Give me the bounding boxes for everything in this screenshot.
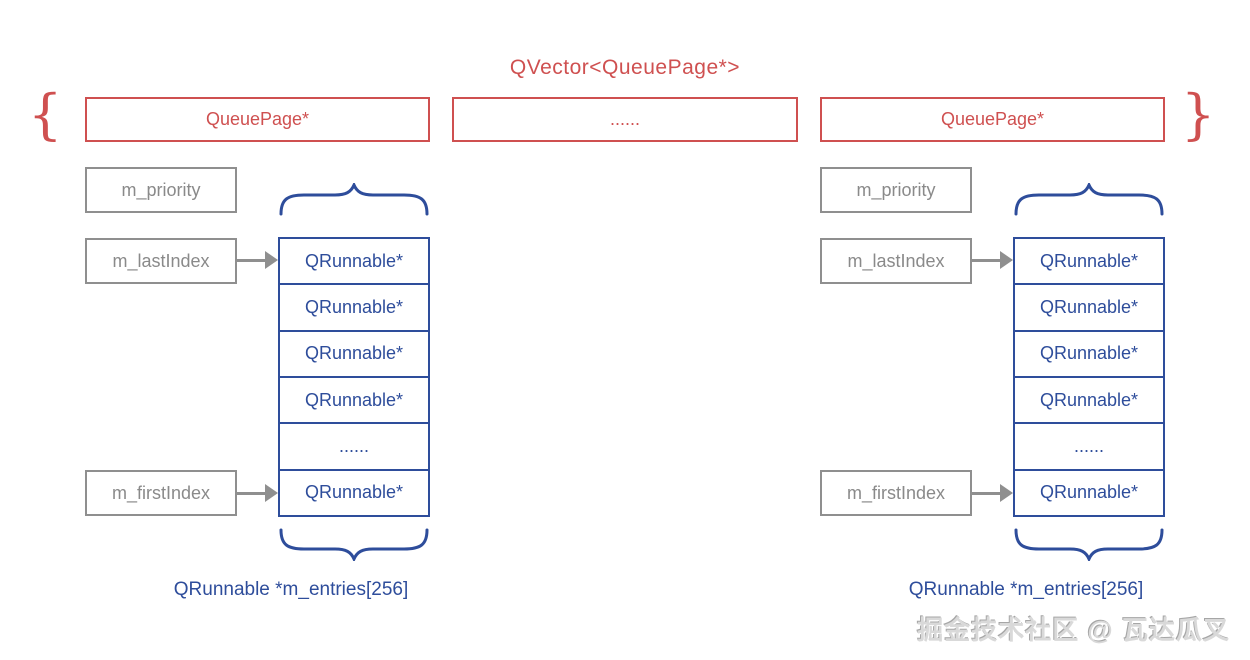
field-label: m_firstIndex: [111, 482, 211, 503]
brace-top-icon: [279, 183, 429, 216]
entry-cell: QRunnable*: [1015, 468, 1163, 515]
field-label: m_firstIndex: [846, 482, 946, 503]
right-curly-brace: }: [1181, 83, 1216, 146]
brace-bottom-icon: [1014, 528, 1164, 561]
entry-cell-ellipsis: ......: [280, 422, 428, 468]
entry-cell: QRunnable*: [1015, 283, 1163, 329]
watermark: 掘金技术社区 @ 瓦达瓜叉: [917, 615, 1230, 645]
field-label: m_lastIndex: [847, 250, 945, 271]
queuepage-struct-left: m_priority m_lastIndex m_firstIndex QRun…: [85, 167, 431, 627]
field-m-priority: m_priority: [85, 167, 237, 213]
entry-cell: QRunnable*: [280, 468, 428, 515]
field-m-firstindex: m_firstIndex: [820, 470, 972, 516]
entry-cell: QRunnable*: [1039, 250, 1139, 271]
left-curly-brace: {: [28, 83, 63, 146]
field-label: m_priority: [856, 179, 936, 200]
entry-cell: QRunnable*: [1015, 375, 1163, 422]
arrow-shaft: [972, 491, 1001, 495]
brace-bottom-icon: [279, 528, 429, 561]
diagram-title: QVector<QueuePage*>: [509, 56, 741, 79]
field-label: m_lastIndex: [112, 250, 210, 271]
arrow-firstindex-to-entry: [972, 484, 1013, 502]
arrow-shaft: [237, 491, 266, 495]
field-label: m_priority: [121, 179, 201, 200]
arrow-head-icon: [1000, 251, 1013, 269]
entry-cell: QRunnable*: [280, 283, 428, 329]
brace-top-icon: [1014, 183, 1164, 216]
field-m-firstindex: m_firstIndex: [85, 470, 237, 516]
ellipsis-label: ......: [609, 109, 640, 129]
vector-item-ellipsis: ......: [452, 97, 798, 142]
arrow-lastindex-to-entry: [972, 251, 1013, 269]
entry-cell: QRunnable*: [304, 250, 404, 271]
queuepage-label: QueuePage*: [205, 109, 310, 129]
arrow-head-icon: [265, 251, 278, 269]
arrow-lastindex-to-entry: [237, 251, 278, 269]
vector-item-queuepage-right: QueuePage*: [820, 97, 1165, 142]
arrow-head-icon: [265, 484, 278, 502]
queuepage-label: QueuePage*: [940, 109, 1045, 129]
field-m-lastindex: m_lastIndex: [85, 238, 237, 284]
entry-cell: QRunnable*: [280, 329, 428, 376]
entry-cell-ellipsis: ......: [1015, 422, 1163, 468]
vector-item-queuepage-left: QueuePage*: [85, 97, 430, 142]
field-m-priority: m_priority: [820, 167, 972, 213]
arrow-shaft: [237, 258, 266, 262]
entries-array-right: QRunnable* QRunnable* QRunnable* QRunnab…: [1013, 237, 1165, 517]
entries-array-label: QRunnable *m_entries[256]: [908, 579, 1144, 600]
field-m-lastindex: m_lastIndex: [820, 238, 972, 284]
entries-array-label: QRunnable *m_entries[256]: [173, 579, 409, 600]
entry-cell: QRunnable*: [1015, 329, 1163, 376]
arrow-head-icon: [1000, 484, 1013, 502]
entry-cell: QRunnable*: [280, 375, 428, 422]
entries-array-left: QRunnable* QRunnable* QRunnable* QRunnab…: [278, 237, 430, 517]
arrow-firstindex-to-entry: [237, 484, 278, 502]
queuepage-struct-right: m_priority m_lastIndex m_firstIndex QRun…: [820, 167, 1166, 627]
arrow-shaft: [972, 258, 1001, 262]
